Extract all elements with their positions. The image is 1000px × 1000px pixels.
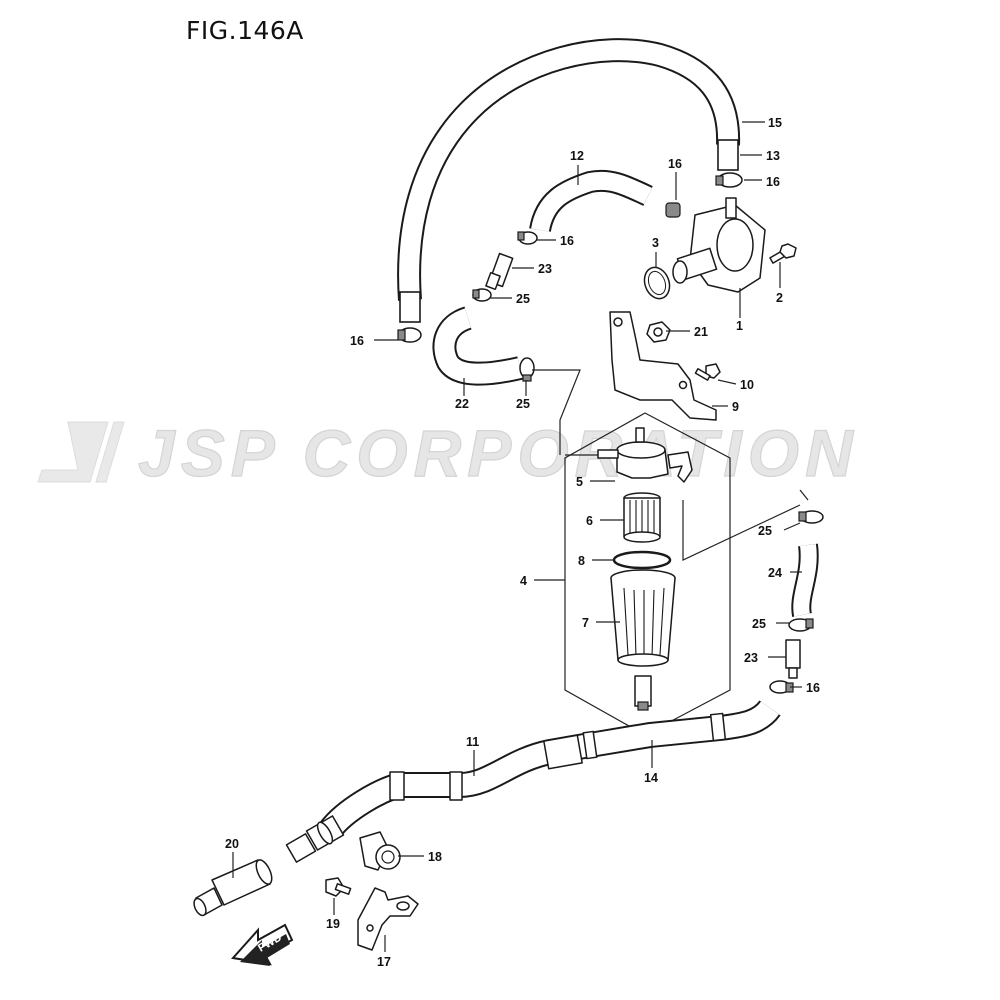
callout-13: 13 [766,149,780,163]
fuel-pump [672,197,766,293]
callout-10: 10 [740,378,754,392]
callout-21: 21 [694,325,708,339]
hose-24 [791,543,819,617]
callout-16: 16 [766,175,780,189]
clamp-25-right-top [798,510,824,524]
callout-14: 14 [644,771,658,785]
clamp-16-left [397,327,422,343]
bolt-19 [325,877,352,897]
callout-3: 3 [652,236,659,250]
bracket-17 [357,887,419,951]
callout-25: 25 [516,397,530,411]
callout-1: 1 [736,319,743,333]
o-ring-8 [612,550,672,570]
callout-20: 20 [225,837,239,851]
clamp-16-right [769,680,794,694]
callout-16: 16 [806,681,820,695]
clamp-25-mid [519,357,535,382]
filter-bowl-7 [610,569,676,711]
callout-2: 2 [776,291,783,305]
callout-19: 19 [326,917,340,931]
callout-11: 11 [466,735,479,749]
callout-25: 25 [516,292,530,306]
bolt-10 [694,363,721,381]
figure-title: FIG.146A [186,16,304,45]
callout-16: 16 [668,157,682,171]
clamp-16-small [665,202,681,218]
callout-17: 17 [377,955,391,969]
fwd-arrow: FWD [231,923,294,966]
callout-18: 18 [428,850,442,864]
joint-23-upper [485,252,514,291]
hose-22 [432,306,523,386]
callout-5: 5 [576,475,583,489]
joint-23-lower [785,639,801,679]
clamp-25-right-bottom [788,618,814,632]
connector-lines-top [532,369,598,456]
callout-23: 23 [744,651,758,665]
o-ring-3 [643,266,671,300]
watermark-text: JSP CORPORATION [138,416,859,490]
hose-15 [397,38,741,323]
callout-7: 7 [582,616,589,630]
callout-6: 6 [586,514,593,528]
bolt-2 [769,243,797,264]
part-20 [193,859,273,917]
callout-9: 9 [732,400,739,414]
callout-4: 4 [520,574,527,588]
filter-element-6 [623,492,661,543]
callout-22: 22 [455,397,469,411]
hose-12 [529,169,653,233]
callout-24: 24 [768,566,782,580]
clamp-25-upper [472,288,492,302]
callout-25: 25 [758,524,772,538]
clamp-16-top [715,172,743,188]
callout-labels: 15 13 16 16 12 16 3 23 25 2 1 21 16 10 2… [225,116,820,969]
callout-12: 12 [570,149,584,163]
nut-21 [646,321,671,343]
leader-lines [232,121,802,952]
clamp-16-upper [517,231,538,245]
callout-8: 8 [578,554,585,568]
bracket-9 [609,311,717,421]
callout-16: 16 [350,334,364,348]
connector-lines-right [682,489,809,561]
callout-16: 16 [560,234,574,248]
hose-11-14 [319,699,781,839]
callout-25: 25 [752,617,766,631]
filter-head-5 [597,427,693,483]
watermark-logo: JSP CORPORATION [37,415,859,491]
callout-23: 23 [538,262,552,276]
clip-18 [359,831,401,871]
callout-15: 15 [768,116,782,130]
hose-end-connector [285,815,345,863]
